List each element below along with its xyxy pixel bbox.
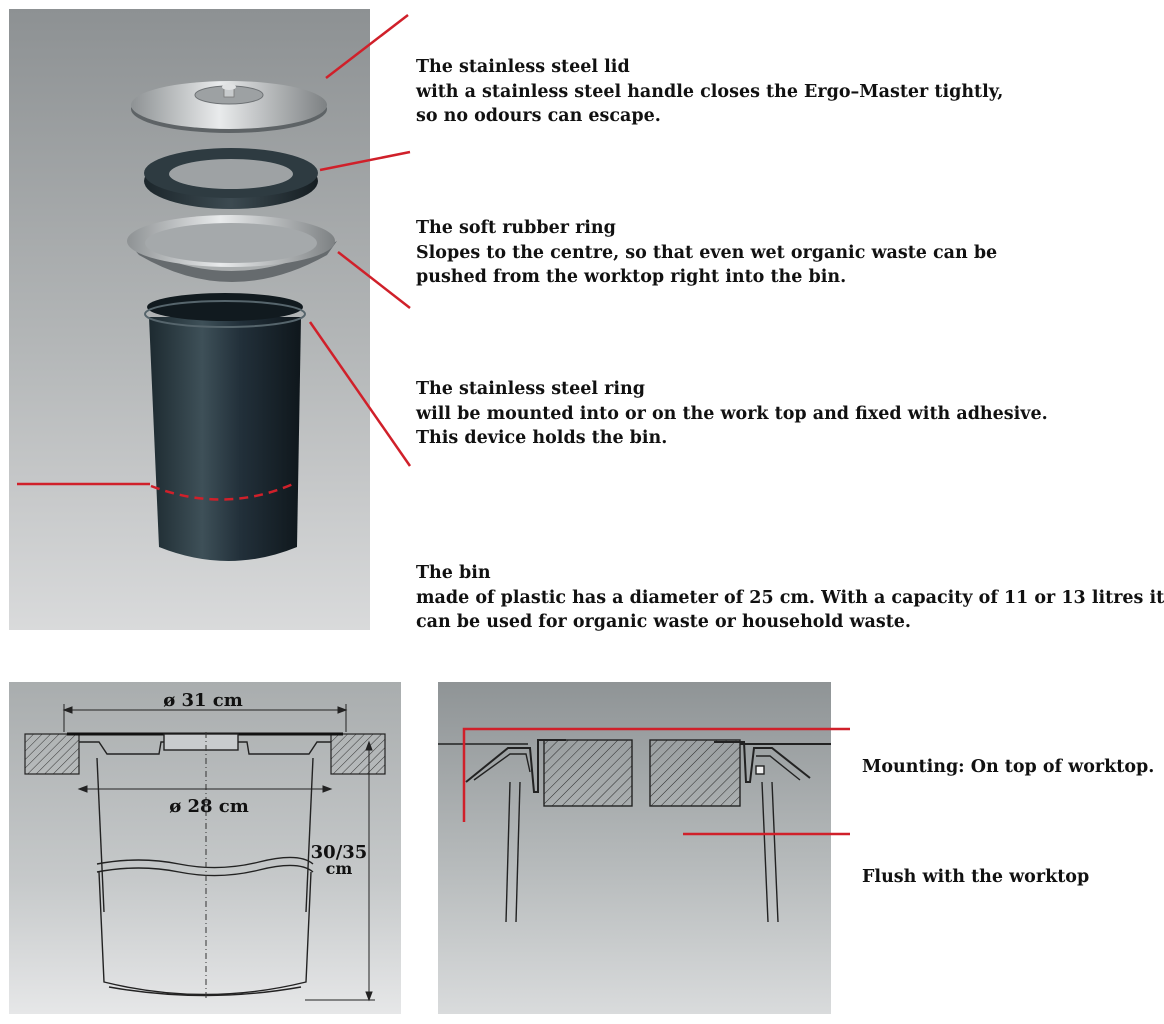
dimension-drawing-panel: ø 31 cm ø 28 cm 30/35 cm [9, 682, 401, 1014]
dimension-drawing: ø 31 cm ø 28 cm 30/35 cm [24, 690, 386, 1002]
bin-text-line: can be used for organic waste or househo… [416, 612, 912, 632]
steel-ring-description: The stainless steel ring will be mounted… [416, 377, 1131, 451]
exploded-view-panel [9, 9, 370, 630]
lid-description: The stainless steel lid with a stainless… [416, 55, 1131, 129]
mounting-drawing-panel [438, 682, 831, 1014]
rubber-ring-text-line: pushed from the worktop right into the b… [416, 267, 847, 287]
steel-ring-text-line: This device holds the bin. [416, 428, 668, 448]
outer-diameter-dimension [62, 704, 348, 732]
exploded-view-illustration [127, 81, 337, 561]
bin-description: The bin made of plastic has a diameter o… [416, 561, 1164, 635]
lid-text-line: with a stainless steel handle closes the… [416, 81, 1004, 102]
stainless-steel-ring [127, 215, 337, 282]
rubber-ring-description: The soft rubber ring Slopes to the centr… [416, 216, 1131, 290]
mounting-on-top-label: Mounting: On top of worktop. [862, 757, 1155, 777]
mounting-drawing [438, 739, 831, 923]
steel-ring-text-line: will be mounted into or on the work top … [416, 403, 1048, 424]
bin-title: The bin [416, 563, 491, 583]
lid-title: The stainless steel lid [416, 57, 630, 77]
steel-ring-callout-line [337, 251, 411, 309]
height-unit-label: cm [326, 859, 353, 878]
soft-rubber-ring [144, 148, 318, 209]
flush-mounting-label: Flush with the worktop [862, 867, 1090, 887]
on-top-callout-line [462, 727, 850, 822]
plastic-bin [144, 293, 306, 561]
bin-outline [79, 733, 331, 997]
callout-lines [17, 14, 850, 836]
height-value-label: 30/35 [311, 842, 368, 863]
bin-callout-line [308, 321, 412, 467]
rubber-ring-title: The soft rubber ring [416, 218, 616, 238]
inner-diameter-label: ø 28 cm [169, 796, 249, 817]
lid-text-line: so no odours can escape. [416, 106, 661, 126]
inner-diameter-dimension [77, 785, 333, 793]
bin-text-line: made of plastic has a diameter of 25 cm.… [416, 587, 1164, 608]
steel-ring-title: The stainless steel ring [416, 379, 645, 399]
rubber-ring-text-line: Slopes to the centre, so that even wet o… [416, 242, 998, 263]
lid-callout-line [325, 14, 409, 79]
flush-mounting-section [649, 739, 831, 923]
rubber-ring-callout-line [319, 150, 411, 172]
height-dimension [305, 740, 375, 1002]
stainless-steel-lid [131, 81, 327, 133]
on-top-mounting-section [438, 739, 633, 923]
outer-diameter-label: ø 31 cm [163, 690, 243, 711]
